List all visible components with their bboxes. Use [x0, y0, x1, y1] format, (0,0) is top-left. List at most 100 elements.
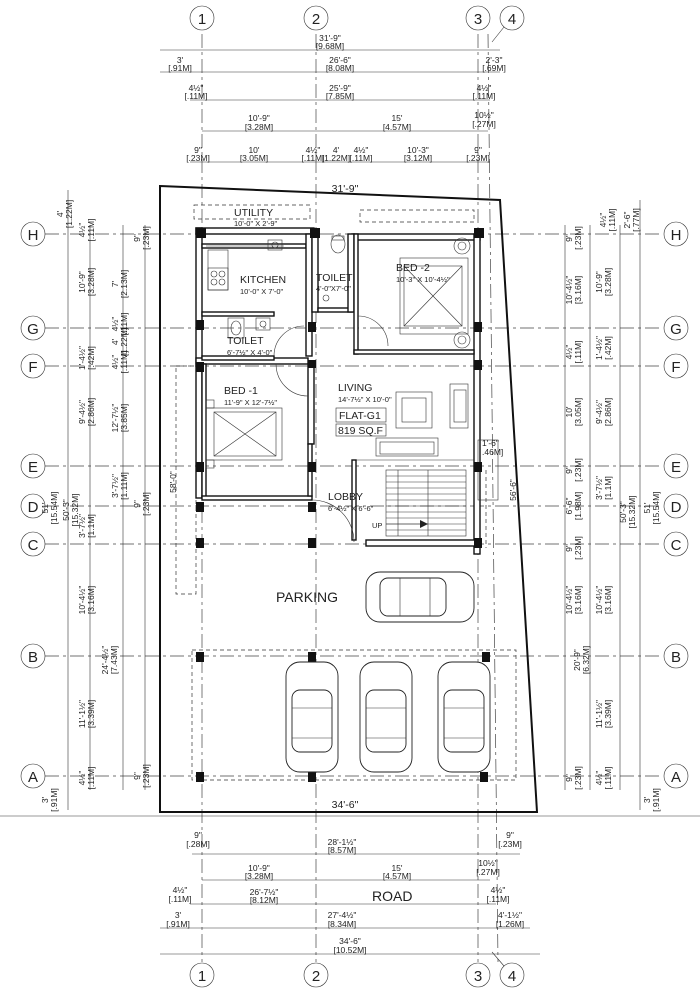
svg-text:[.28M]: [.28M]	[186, 839, 210, 849]
plot-bottom-width: 34'-6"	[332, 799, 359, 811]
stair-up-label: UP	[372, 521, 382, 530]
grid-label-c-left: C	[28, 537, 39, 554]
grid-label-3-bottom: 3	[474, 968, 482, 985]
svg-text:[.11M]: [.11M]	[573, 341, 583, 364]
svg-text:[.27M]: [.27M]	[476, 867, 500, 877]
column	[196, 320, 204, 330]
svg-text:4½": 4½"	[77, 223, 87, 238]
svg-text:[1.1M]: [1.1M]	[603, 476, 613, 500]
svg-text:[.11M]: [.11M]	[603, 767, 613, 790]
svg-text:3'-7½": 3'-7½"	[110, 474, 120, 498]
svg-text:9": 9"	[132, 500, 142, 508]
column	[308, 462, 316, 472]
grid-label-2-bottom: 2	[312, 968, 320, 985]
svg-text:34'-6": 34'-6"	[339, 936, 361, 946]
svg-text:3': 3'	[175, 910, 182, 920]
bed-1-label: BED -1	[224, 385, 258, 397]
svg-text:28'-1½": 28'-1½"	[328, 837, 357, 847]
toilet-1-label: TOILET	[316, 272, 353, 284]
parking-label: PARKING	[276, 589, 338, 605]
grid-label-a-right: A	[671, 769, 681, 786]
svg-text:11'-1½": 11'-1½"	[594, 700, 604, 728]
grid-label-d-right: D	[671, 499, 682, 516]
column	[196, 652, 204, 662]
svg-text:4'-1½": 4'-1½"	[498, 910, 522, 920]
flat-label: FLAT-G1	[339, 410, 381, 422]
svg-text:.46M]: .46M]	[482, 447, 503, 457]
column	[474, 360, 482, 370]
svg-text:[.23M]: [.23M]	[498, 839, 522, 849]
svg-text:[8.57M]: [8.57M]	[328, 845, 356, 855]
column	[474, 228, 484, 238]
svg-text:3'-7½": 3'-7½"	[594, 476, 604, 500]
svg-text:[3.05M]: [3.05M]	[573, 398, 583, 426]
svg-text:10'-3": 10'-3"	[407, 145, 429, 155]
grid-label-h-left: H	[28, 227, 39, 244]
svg-text:[1.22M]: [1.22M]	[64, 200, 74, 228]
svg-text:[15.54M]: [15.54M]	[49, 491, 59, 524]
plot-boundary	[159, 184, 539, 813]
svg-text:[.23M]: [.23M]	[573, 458, 583, 482]
svg-text:25'-9": 25'-9"	[329, 83, 351, 93]
svg-text:[.11M]: [.11M]	[302, 153, 325, 163]
utility-label: UTILITY	[234, 207, 273, 219]
toilet-1-size: 4'-0"X7'-0"	[316, 284, 351, 293]
column	[308, 772, 316, 782]
svg-text:[.11M]: [.11M]	[473, 91, 496, 101]
svg-text:24'-4½": 24'-4½"	[100, 646, 110, 675]
svg-text:[7.85M]: [7.85M]	[326, 91, 354, 101]
svg-text:31'-9": 31'-9"	[319, 33, 341, 43]
svg-text:10'-9": 10'-9"	[248, 113, 270, 123]
svg-text:10'-4½": 10'-4½"	[77, 586, 87, 615]
column	[474, 538, 482, 548]
column	[482, 652, 490, 662]
svg-text:9": 9"	[564, 774, 574, 782]
column	[196, 362, 204, 372]
svg-text:26'-7½": 26'-7½"	[250, 887, 279, 897]
svg-text:[.11M]: [.11M]	[119, 351, 129, 374]
svg-text:10'-4½": 10'-4½"	[564, 276, 574, 305]
lobby-label: LOBBY	[328, 491, 363, 503]
svg-text:10': 10'	[248, 145, 259, 155]
svg-text:4½": 4½"	[110, 355, 120, 370]
svg-text:9": 9"	[564, 234, 574, 242]
car-left	[285, 661, 339, 773]
living-label: LIVING	[338, 382, 372, 394]
svg-text:[3.28M]: [3.28M]	[245, 122, 273, 132]
column	[196, 502, 204, 512]
road-label: ROAD	[372, 888, 412, 904]
grid-label-2-top: 2	[312, 11, 320, 28]
grid-label-g-right: G	[670, 321, 682, 338]
column	[310, 228, 320, 238]
svg-text:26'-6": 26'-6"	[329, 55, 351, 65]
svg-text:[10.52M]: [10.52M]	[333, 945, 366, 955]
top-dimensions: 31'-9" [9.68M] 3' [.91M] 26'-6" [8.08M] …	[160, 33, 506, 163]
room-labels: UTILITY 10'-0" X 2'-9" KITCHEN 10'-0" X …	[224, 207, 503, 904]
svg-text:[3.28M]: [3.28M]	[245, 871, 273, 881]
column	[308, 360, 316, 368]
living-size: 14'-7½" X 10'-0"	[338, 395, 392, 404]
kitchen-size: 10'-0" X 7'-0"	[240, 287, 284, 296]
svg-text:1'-6": 1'-6"	[482, 438, 499, 448]
svg-text:[4.57M]: [4.57M]	[383, 122, 411, 132]
kitchen-label: KITCHEN	[240, 274, 286, 286]
grid-label-e-left: E	[28, 459, 38, 476]
svg-text:56'-6": 56'-6"	[508, 479, 518, 501]
svg-text:[8.34M]: [8.34M]	[328, 919, 356, 929]
grid-label-g-left: G	[27, 321, 39, 338]
svg-text:[8.12M]: [8.12M]	[250, 895, 278, 905]
svg-text:50'-3": 50'-3"	[618, 501, 628, 523]
svg-text:4½": 4½"	[598, 213, 608, 228]
svg-text:[.23M]: [.23M]	[466, 153, 490, 163]
svg-text:9": 9"	[132, 772, 142, 780]
svg-text:[3.39M]: [3.39M]	[603, 700, 613, 728]
svg-text:[3.16M]: [3.16M]	[573, 276, 583, 304]
svg-text:9": 9"	[132, 234, 142, 242]
svg-text:[3.39M]: [3.39M]	[86, 700, 96, 728]
svg-text:[1.98M]: [1.98M]	[573, 492, 583, 520]
svg-text:[.23M]: [.23M]	[573, 226, 583, 250]
svg-text:3': 3'	[40, 796, 50, 803]
svg-text:[4.57M]: [4.57M]	[383, 871, 411, 881]
svg-text:6'-6": 6'-6"	[564, 498, 574, 515]
svg-text:3': 3'	[177, 55, 184, 65]
